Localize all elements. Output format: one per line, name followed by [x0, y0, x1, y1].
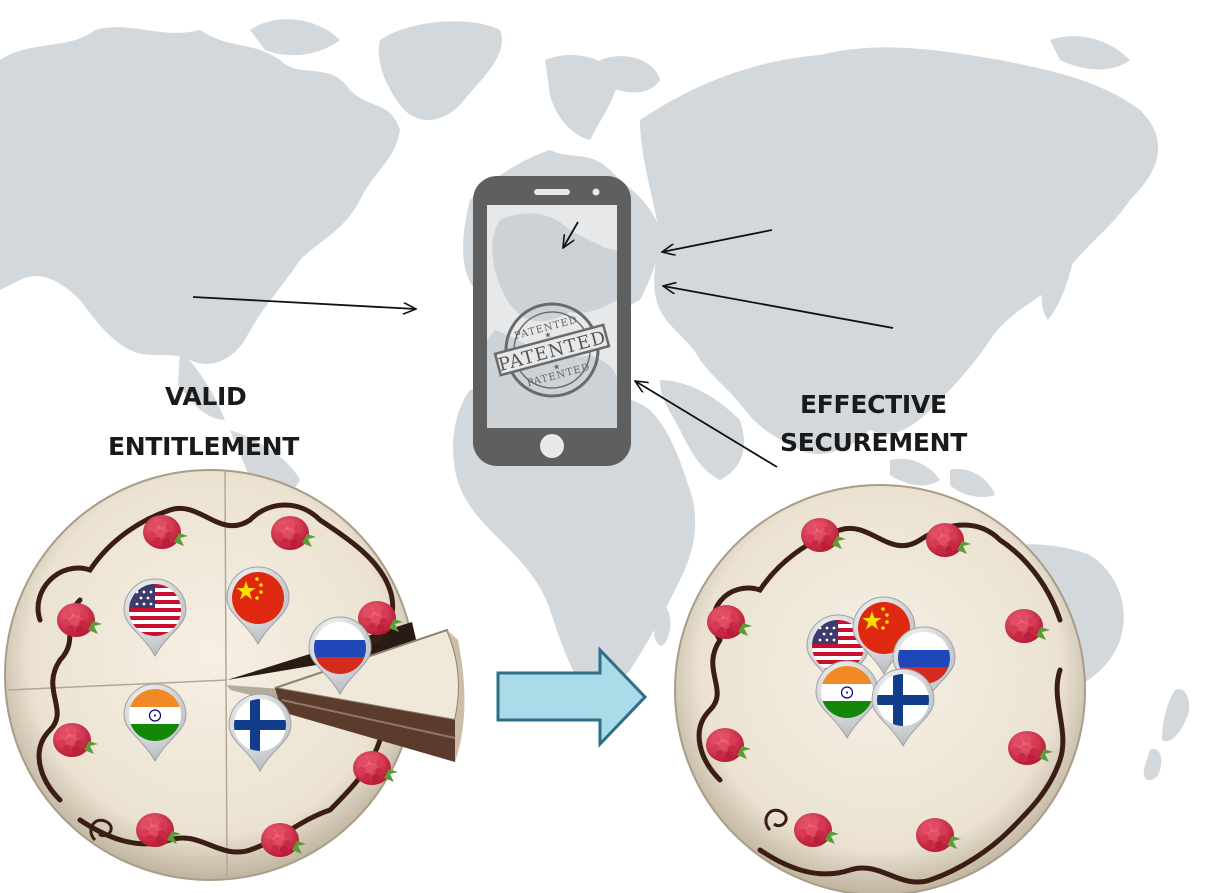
transition-arrow: [496, 646, 648, 748]
arrow-from-india: [635, 381, 778, 468]
stamp-star-bottom: ★: [552, 362, 561, 373]
arrow-from-scandinavia: [563, 221, 579, 248]
stamp-star-top: ★: [543, 330, 552, 341]
label-entitlement: ENTITLEMENT: [108, 432, 300, 461]
cake-slice: [274, 628, 465, 762]
label-securement: SECUREMENT: [780, 428, 967, 457]
smartphone-icon: [473, 176, 631, 466]
arrows: [192, 221, 894, 468]
label-valid: VALID: [165, 382, 247, 411]
arrow-from-americas: [192, 296, 416, 309]
right-chocolate-swirl: [696, 522, 1066, 885]
arrow-from-russia: [662, 229, 773, 252]
world-map: [0, 19, 1190, 781]
label-effective: EFFECTIVE: [800, 390, 947, 419]
arrow-from-china: [663, 286, 894, 329]
